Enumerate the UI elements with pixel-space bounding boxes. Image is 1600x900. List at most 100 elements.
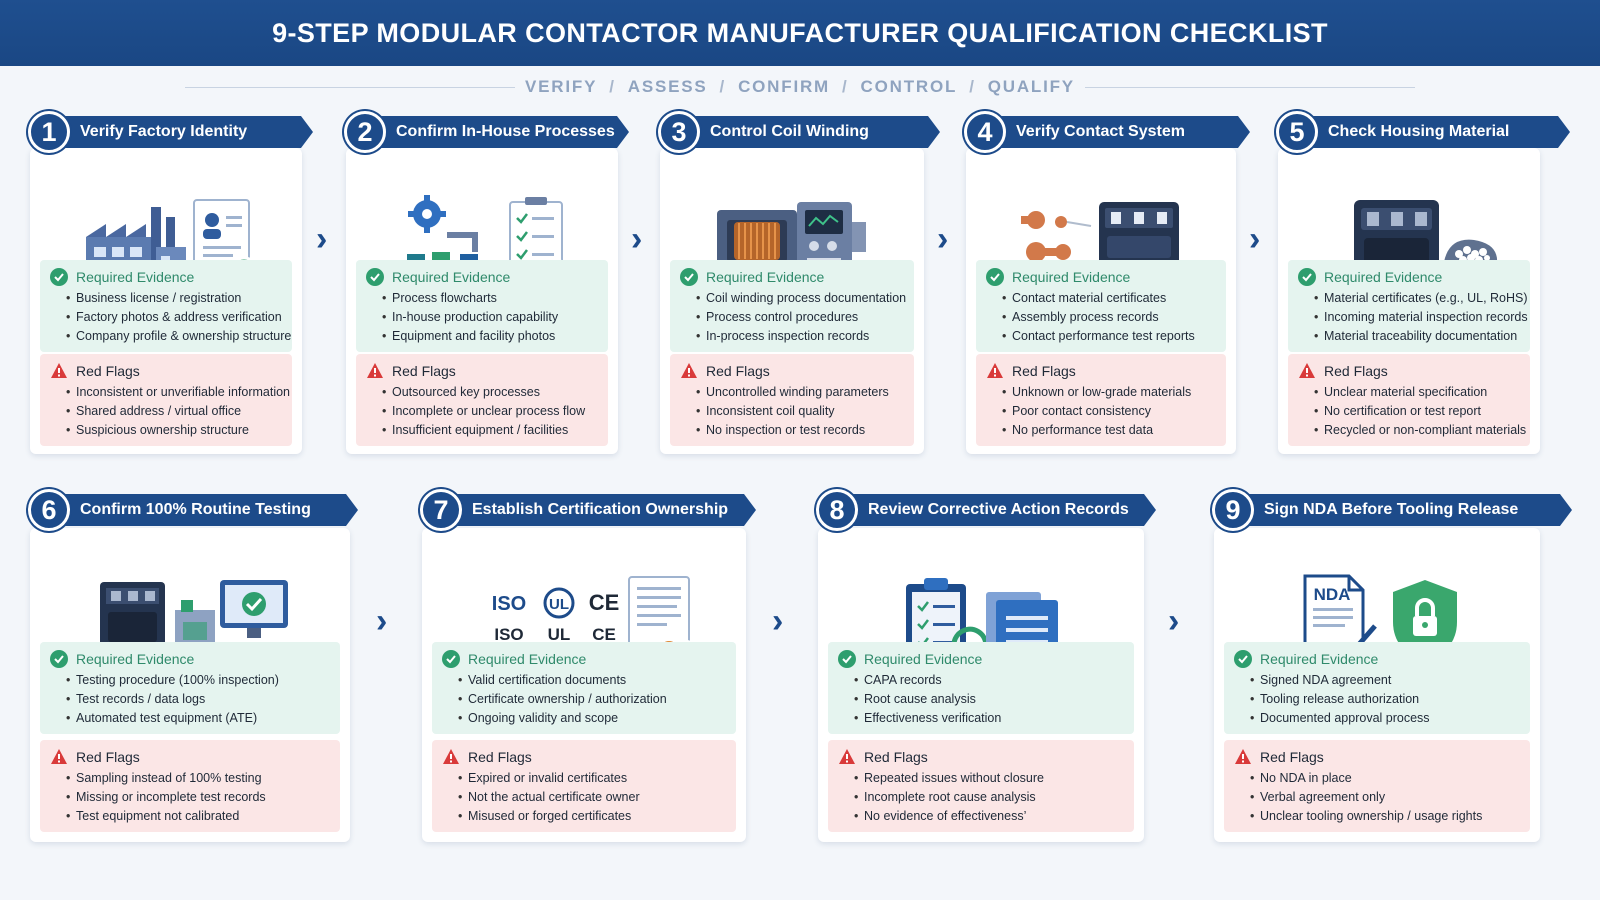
- flags-heading: Red Flags: [706, 363, 770, 379]
- warning-icon: [367, 363, 383, 378]
- flags-heading: Red Flags: [1324, 363, 1388, 379]
- flags-heading: Red Flags: [468, 749, 532, 765]
- check-icon: [1234, 650, 1252, 668]
- required-evidence-box: Required EvidenceMaterial certificates (…: [1288, 260, 1530, 352]
- list-item: In-process inspection records: [696, 327, 904, 346]
- list-item: Documented approval process: [1250, 709, 1520, 728]
- step-card-8: Required EvidenceCAPA recordsRoot cause …: [818, 528, 1144, 842]
- iso-mark: ISO ISO: [492, 593, 526, 644]
- list-item: Unknown or low-grade materials: [1002, 383, 1216, 402]
- red-flags-box: Red FlagsInconsistent or unverifiable in…: [40, 354, 292, 446]
- warning-icon: [1235, 749, 1251, 764]
- list-item: Testing procedure (100% inspection): [66, 671, 330, 690]
- red-flags-box: Red FlagsUncontrolled winding parameters…: [670, 354, 914, 446]
- list-item: Process flowcharts: [382, 289, 598, 308]
- step-number-badge: 7: [420, 489, 462, 531]
- list-item: Inconsistent coil quality: [696, 402, 904, 421]
- list-item: Contact material certificates: [1002, 289, 1216, 308]
- evidence-heading: Required Evidence: [1012, 269, 1131, 285]
- step-card-7: ISO ISO UL UL CE CE Required EvidenceVal…: [422, 528, 746, 842]
- iso-label: ISO: [494, 625, 523, 644]
- list-item: Root cause analysis: [854, 690, 1124, 709]
- list-item: Insufficient equipment / facilities: [382, 421, 598, 440]
- chevron-right-icon: ›: [937, 220, 949, 258]
- flags-heading: Red Flags: [76, 363, 140, 379]
- divider-left: [185, 86, 516, 88]
- check-icon: [1298, 268, 1316, 286]
- subtitle-word: QUALIFY: [987, 77, 1075, 96]
- subtitle-separator: /: [609, 77, 616, 96]
- check-icon: [442, 650, 460, 668]
- evidence-heading: Required Evidence: [706, 269, 825, 285]
- list-item: Poor contact consistency: [1002, 402, 1216, 421]
- flags-heading: Red Flags: [1260, 749, 1324, 765]
- list-item: Shared address / virtual office: [66, 402, 282, 421]
- flags-heading: Red Flags: [76, 749, 140, 765]
- list-item: Expired or invalid certificates: [458, 769, 726, 788]
- list-item: In-house production capability: [382, 308, 598, 327]
- check-icon: [366, 268, 384, 286]
- step-title: Establish Certification Ownership: [472, 501, 729, 518]
- required-evidence-box: Required EvidenceValid certification doc…: [432, 642, 736, 734]
- subtitle-separator: /: [719, 77, 727, 96]
- evidence-heading: Required Evidence: [76, 269, 195, 285]
- step-card-1: Required EvidenceBusiness license / regi…: [30, 148, 302, 454]
- evidence-heading: Required Evidence: [864, 651, 983, 667]
- step-title: Check Housing Material: [1328, 123, 1510, 140]
- list-item: Contact performance test reports: [1002, 327, 1216, 346]
- step-title: Review Corrective Action Records: [868, 501, 1129, 518]
- step-card-2: Required EvidenceProcess flowchartsIn-ho…: [346, 148, 618, 454]
- list-item: Repeated issues without closure: [854, 769, 1124, 788]
- warning-icon: [1299, 363, 1315, 378]
- list-item: Unclear tooling ownership / usage rights: [1250, 807, 1520, 826]
- list-item: No inspection or test records: [696, 421, 904, 440]
- step-number-badge: 6: [28, 489, 70, 531]
- required-evidence-box: Required EvidenceBusiness license / regi…: [40, 260, 292, 352]
- check-icon: [680, 268, 698, 286]
- list-item: Process control procedures: [696, 308, 904, 327]
- nda-doc-label: NDA: [1314, 585, 1351, 604]
- warning-icon: [51, 749, 67, 764]
- list-item: No evidence of effectiveness’: [854, 807, 1124, 826]
- list-item: Material traceability documentation: [1314, 327, 1520, 346]
- evidence-heading: Required Evidence: [392, 269, 511, 285]
- list-item: Outsourced key processes: [382, 383, 598, 402]
- chevron-right-icon: ›: [316, 220, 328, 258]
- chevron-right-icon: ›: [1249, 220, 1261, 258]
- red-flags-box: Red FlagsOutsourced key processesIncompl…: [356, 354, 608, 446]
- list-item: Misused or forged certificates: [458, 807, 726, 826]
- warning-icon: [443, 749, 459, 764]
- list-item: Incomplete or unclear process flow: [382, 402, 598, 421]
- red-flags-box: Red FlagsRepeated issues without closure…: [828, 740, 1134, 832]
- list-item: Incomplete root cause analysis: [854, 788, 1124, 807]
- list-item: Company profile & ownership structure: [66, 327, 291, 346]
- required-evidence-box: Required EvidenceTesting procedure (100%…: [40, 642, 340, 734]
- step-card-4: Required EvidenceContact material certif…: [966, 148, 1236, 454]
- header-bar: 9-STEP MODULAR CONTACTOR MANUFACTURER QU…: [0, 0, 1600, 66]
- check-icon: [50, 650, 68, 668]
- required-evidence-box: Required EvidenceCAPA recordsRoot cause …: [828, 642, 1134, 734]
- red-flags-box: Red FlagsSampling instead of 100% testin…: [40, 740, 340, 832]
- warning-icon: [839, 749, 855, 764]
- step-number-badge: 1: [28, 111, 70, 153]
- list-item: Equipment and facility photos: [382, 327, 598, 346]
- required-evidence-box: Required EvidenceContact material certif…: [976, 260, 1226, 352]
- step-card-3: Required EvidenceCoil winding process do…: [660, 148, 924, 454]
- ce-label: CE: [592, 625, 616, 644]
- required-evidence-box: Required EvidenceSigned NDA agreementToo…: [1224, 642, 1530, 734]
- flags-heading: Red Flags: [392, 363, 456, 379]
- subtitle-separator: /: [969, 77, 976, 96]
- evidence-heading: Required Evidence: [76, 651, 195, 667]
- check-icon: [986, 268, 1004, 286]
- warning-icon: [987, 363, 1003, 378]
- subtitle-row: VERIFY / ASSESS / CONFIRM / CONTROL / QU…: [0, 74, 1600, 100]
- list-item: Certificate ownership / authorization: [458, 690, 726, 709]
- list-item: Tooling release authorization: [1250, 690, 1520, 709]
- list-item: Unclear material specification: [1314, 383, 1520, 402]
- step-number-badge: 8: [816, 489, 858, 531]
